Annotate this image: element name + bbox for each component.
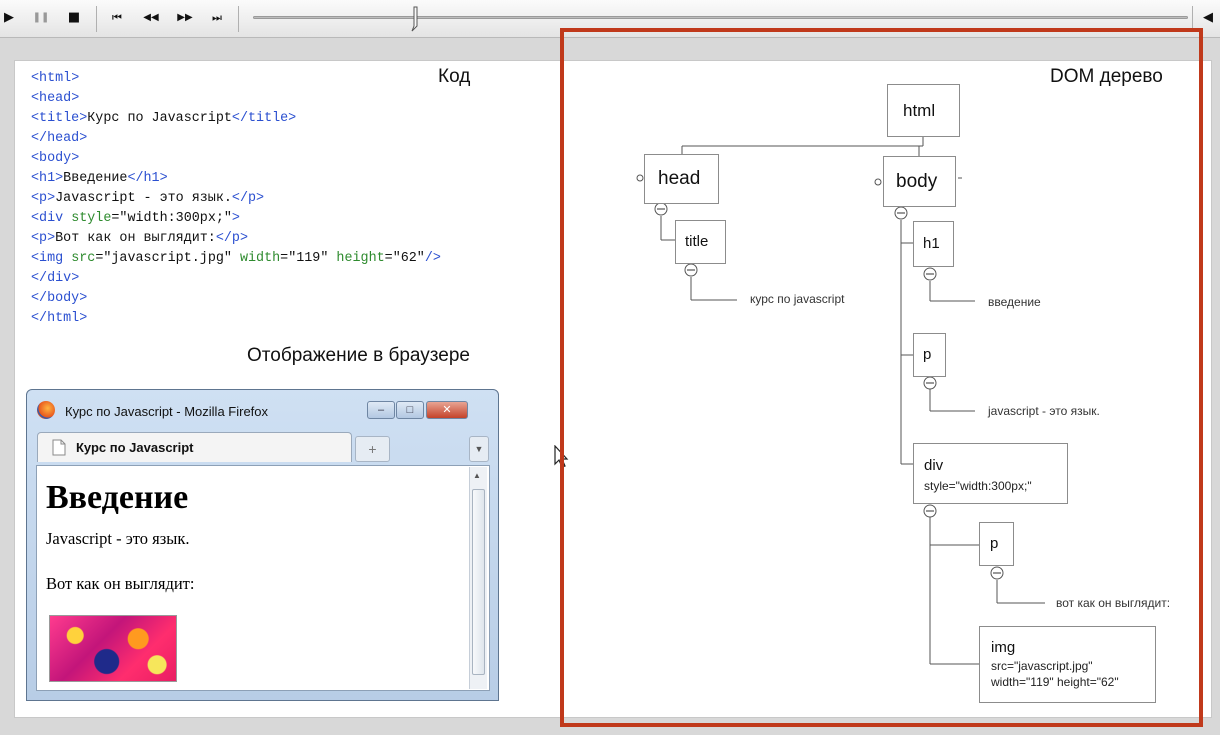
- toolbar-separator: [238, 6, 239, 32]
- code-line: </head>: [31, 131, 88, 146]
- code-section-title: Код: [438, 66, 471, 87]
- play-icon[interactable]: ▶: [4, 10, 14, 25]
- code-line: <html>: [31, 71, 80, 86]
- seek-thumb[interactable]: [411, 6, 421, 32]
- node-label: p: [923, 346, 932, 363]
- text-node-p-nested: вот как он выглядит:: [1056, 596, 1171, 610]
- dom-node-h1: h1: [913, 221, 954, 267]
- window-title: Курс по Javascript - Mozilla Firefox: [65, 404, 269, 419]
- text-node-h1: введение: [988, 295, 1041, 309]
- dom-node-head: head: [644, 154, 719, 204]
- dom-node-img: img src="javascript.jpg" width="119" hei…: [979, 626, 1156, 703]
- code-line: </div>: [31, 271, 80, 286]
- toolbar-separator: [1192, 6, 1193, 32]
- tab-label: Курс по Javascript: [76, 440, 194, 455]
- code-line: <title>Курс по Javascript</title>: [31, 111, 297, 126]
- browser-section-title: Отображение в браузере: [247, 345, 470, 366]
- browser-tab[interactable]: Курс по Javascript: [37, 432, 352, 462]
- dom-node-title: title: [675, 220, 726, 264]
- code-line: <body>: [31, 151, 80, 166]
- close-button[interactable]: ✕: [426, 401, 468, 419]
- node-label: img: [991, 639, 1016, 656]
- maximize-button[interactable]: □: [396, 401, 424, 419]
- code-line: <h1>Введение</h1>: [31, 171, 168, 186]
- code-line: <p>Вот как он выглядит:</p>: [31, 231, 248, 246]
- skip-to-start-icon[interactable]: ⏮: [112, 11, 122, 24]
- volume-icon[interactable]: ◀: [1203, 10, 1213, 25]
- node-attribute: src="javascript.jpg": [991, 659, 1093, 673]
- code-line: <head>: [31, 91, 80, 106]
- scroll-thumb[interactable]: [472, 489, 485, 675]
- code-line: <p>Javascript - это язык.</p>: [31, 191, 265, 206]
- page-heading: Введение: [46, 479, 189, 516]
- dom-tree-highlight-frame: [560, 28, 1203, 727]
- seek-bar[interactable]: [253, 16, 1188, 19]
- node-label: div: [924, 457, 944, 474]
- page-paragraph-1: Javascript - это язык.: [46, 529, 190, 548]
- stop-icon[interactable]: ■: [67, 10, 81, 25]
- node-label: h1: [923, 235, 940, 252]
- node-attribute: style="width:300px;": [924, 479, 1032, 493]
- scroll-up-icon[interactable]: ▲: [473, 471, 481, 480]
- node-label: title: [685, 233, 709, 250]
- page-icon: [52, 439, 66, 456]
- skip-to-end-icon[interactable]: ⏭: [212, 11, 222, 24]
- dom-node-body: body: [883, 156, 956, 207]
- dom-node-div: div style="width:300px;": [913, 443, 1068, 504]
- dom-node-p: p: [913, 333, 946, 377]
- code-line: <img src="javascript.jpg" width="119" he…: [31, 251, 441, 266]
- new-tab-button[interactable]: +: [355, 436, 390, 462]
- node-label: html: [903, 101, 936, 120]
- dom-node-p-nested: p: [979, 522, 1014, 566]
- rewind-icon[interactable]: ◀◀: [143, 12, 159, 23]
- node-label: body: [896, 171, 938, 192]
- text-node-title: курс по javascript: [750, 292, 845, 306]
- toolbar-separator: [96, 6, 97, 32]
- code-line: </body>: [31, 291, 88, 306]
- node-label: head: [658, 168, 701, 189]
- code-line: <div style="width:300px;">: [31, 211, 240, 226]
- page-paragraph-2: Вот как он выглядит:: [46, 574, 195, 593]
- firefox-logo-icon: [37, 401, 55, 419]
- vertical-scrollbar[interactable]: ▲: [469, 467, 487, 689]
- javascript-image: [49, 615, 177, 682]
- html-code-listing: <html> <head> <title>Курс по Javascript</t…: [31, 69, 441, 329]
- pause-icon[interactable]: ❚❚: [32, 12, 50, 23]
- minimize-button[interactable]: –: [367, 401, 395, 419]
- node-attribute: width="119" height="62": [991, 675, 1119, 689]
- dom-section-title: DOM дерево: [1050, 66, 1163, 87]
- dom-node-html: html: [887, 84, 960, 137]
- tab-list-dropdown-icon[interactable]: ▼: [469, 436, 489, 462]
- node-label: p: [990, 535, 999, 552]
- code-line: </html>: [31, 311, 88, 326]
- text-node-p: javascript - это язык.: [988, 404, 1100, 418]
- fast-forward-icon[interactable]: ▶▶: [177, 12, 193, 23]
